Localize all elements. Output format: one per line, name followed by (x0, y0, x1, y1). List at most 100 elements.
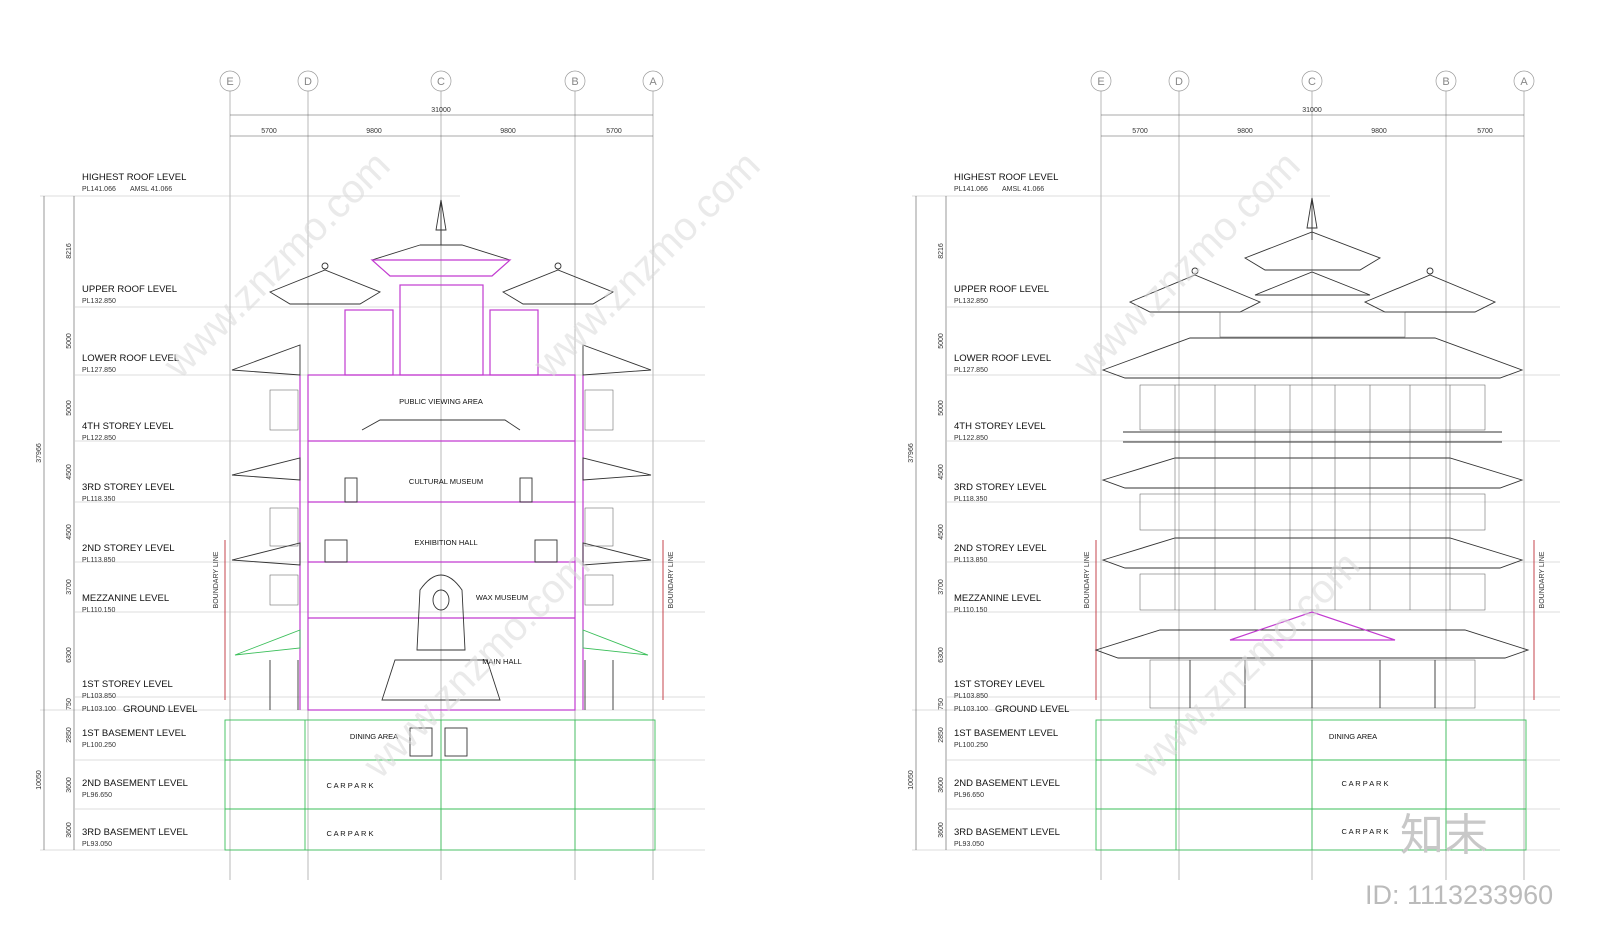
level-pl: PL141.066 (82, 186, 116, 193)
room-label: WAX MUSEUM (476, 593, 528, 602)
grid-label-b: B (571, 76, 578, 88)
storey-height: 6300 (938, 647, 945, 663)
elevation-drawing: E D C B A 31000 5700 9800 9800 5700 (908, 70, 1560, 880)
section-boundary-lines: BOUNDARY LINE BOUNDARY LINE (213, 540, 675, 700)
grid-label-c: C (437, 76, 445, 88)
level-pl: PL113.850 (82, 557, 115, 564)
section-grid-bubbles: E D C B A (219, 70, 664, 880)
level-name: 1ST STOREY LEVEL (954, 679, 1045, 690)
level-name: 1ST STOREY LEVEL (82, 679, 173, 690)
storey-height: 2850 (938, 727, 945, 743)
storey-height: 750 (938, 698, 945, 710)
level-pl: PL93.050 (82, 841, 112, 848)
bay-dimension: 5700 (606, 128, 622, 135)
logo-text: 知末 (1400, 811, 1488, 860)
level-name: MEZZANINE LEVEL (954, 593, 1041, 604)
level-pl: PL103.100 (82, 706, 116, 713)
storey-height: 3600 (66, 822, 73, 838)
level-pl: PL113.850 (954, 557, 987, 564)
level-name: 2ND STOREY LEVEL (82, 543, 175, 554)
section-drawing: E D C B A 31000 5700 9800 9800 5700 (36, 70, 705, 880)
grid-label-c: C (1308, 76, 1316, 88)
level-pl: PL132.850 (82, 298, 116, 305)
boundary-line-label: BOUNDARY LINE (1084, 551, 1091, 608)
level-pl: PL100.250 (82, 742, 116, 749)
bay-dimension: 9800 (366, 128, 382, 135)
overall-dimension: 31000 (431, 107, 451, 114)
storey-height: 750 (66, 698, 73, 710)
grid-label-a: A (649, 76, 657, 88)
bay-dimension: 9800 (1371, 128, 1387, 135)
storey-height: 3600 (938, 822, 945, 838)
level-name: 3RD STOREY LEVEL (954, 482, 1047, 493)
level-pl: PL96.650 (82, 792, 112, 799)
watermark-layer: www.znzmo.com www.znzmo.com www.znzmo.co… (155, 143, 1369, 787)
level-name: 4TH STOREY LEVEL (954, 421, 1046, 432)
level-name: UPPER ROOF LEVEL (954, 284, 1049, 295)
bay-dimension: 9800 (500, 128, 516, 135)
section-building: PUBLIC VIEWING AREA CULTURAL MUSEUM EXHI… (224, 199, 656, 851)
section-vertical-dimensions: 37966 10050 8216 5000 5000 4500 4500 370… (36, 196, 75, 850)
bay-dimension: 5700 (261, 128, 277, 135)
storey-height: 5000 (938, 400, 945, 416)
level-pl: PL110.150 (954, 607, 987, 614)
grid-label-d: D (1175, 76, 1183, 88)
grid-label-b: B (1442, 76, 1449, 88)
storey-height: 5000 (66, 400, 73, 416)
watermark-text: www.znzmo.com (155, 143, 399, 387)
level-pl: PL100.250 (954, 742, 988, 749)
grid-label-d: D (304, 76, 312, 88)
storey-height: 4500 (66, 464, 73, 480)
elevation-level-labels: HIGHEST ROOF LEVEL PL141.066 AMSL 41.066… (954, 172, 1069, 848)
grid-label-e: E (226, 76, 233, 88)
total-height-dimension: 37966 (908, 443, 915, 463)
bay-dimension: 9800 (1237, 128, 1253, 135)
storey-height: 5000 (66, 333, 73, 349)
level-name: MEZZANINE LEVEL (82, 593, 169, 604)
total-height-dimension: 37966 (36, 443, 43, 463)
section-level-labels: HIGHEST ROOF LEVEL PL141.066 AMSL 41.066… (82, 172, 197, 848)
bay-dimension: 5700 (1132, 128, 1148, 135)
boundary-line-label: BOUNDARY LINE (213, 551, 220, 608)
room-label: MAIN HALL (482, 657, 522, 666)
level-name: GROUND LEVEL (123, 704, 197, 715)
level-pl: PL118.350 (82, 496, 115, 503)
level-amsl: AMSL 41.066 (130, 186, 172, 193)
storey-height: 4500 (938, 524, 945, 540)
level-amsl: AMSL 41.066 (1002, 186, 1044, 193)
level-pl: PL127.850 (82, 367, 116, 374)
basement-height-dimension: 10050 (908, 770, 915, 790)
level-name: UPPER ROOF LEVEL (82, 284, 177, 295)
elevation-building: DINING AREA C A R P A R K C A R P A R K (1094, 197, 1530, 851)
room-label: C A R P A R K (327, 829, 374, 838)
level-name: 3RD BASEMENT LEVEL (954, 827, 1060, 838)
room-label: CULTURAL MUSEUM (409, 477, 483, 486)
level-pl: PL110.150 (82, 607, 115, 614)
level-name: HIGHEST ROOF LEVEL (954, 172, 1058, 183)
level-name: 2ND BASEMENT LEVEL (82, 778, 188, 789)
boundary-line-label: BOUNDARY LINE (668, 551, 675, 608)
grid-label-a: A (1520, 76, 1528, 88)
level-name: LOWER ROOF LEVEL (82, 353, 179, 364)
level-pl: PL103.850 (954, 693, 988, 700)
room-label: EXHIBITION HALL (414, 538, 477, 547)
storey-height: 4500 (66, 524, 73, 540)
storey-height: 2850 (66, 727, 73, 743)
storey-height: 3600 (938, 777, 945, 793)
level-name: HIGHEST ROOF LEVEL (82, 172, 186, 183)
storey-height: 8216 (938, 243, 945, 259)
room-label: DINING AREA (350, 732, 398, 741)
section-horizontal-dimensions: 31000 5700 9800 9800 5700 (230, 107, 653, 137)
level-name: LOWER ROOF LEVEL (954, 353, 1051, 364)
elevation-vertical-dimensions: 37966 10050 8216 5000 5000 4500 4500 370… (908, 196, 947, 850)
storey-height: 5000 (938, 333, 945, 349)
level-name: 1ST BASEMENT LEVEL (954, 728, 1058, 739)
level-pl: PL103.100 (954, 706, 988, 713)
level-pl: PL93.050 (954, 841, 984, 848)
level-pl: PL132.850 (954, 298, 988, 305)
storey-height: 3700 (66, 579, 73, 595)
level-pl: PL103.850 (82, 693, 116, 700)
level-pl: PL122.850 (954, 435, 988, 442)
bay-dimension: 5700 (1477, 128, 1493, 135)
